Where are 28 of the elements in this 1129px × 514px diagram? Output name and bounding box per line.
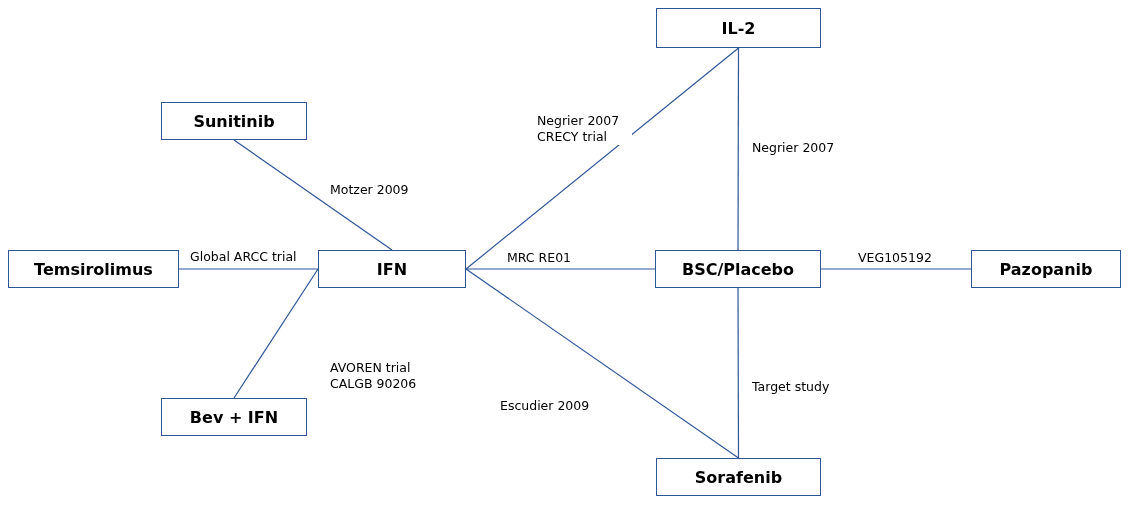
connector-line [233,268,319,399]
edge-label: Target study [752,379,830,395]
treatment-box [656,8,821,48]
node-label: Bev + IFN [189,407,279,427]
node-label: BSC/Placebo [681,259,795,279]
connector-line [820,268,972,270]
node-label: Pazopanib [999,259,1093,279]
connector-line [465,47,740,270]
connector-line [233,139,393,251]
treatment-box [8,250,179,288]
edge-label: Negrier 2007 [752,140,835,156]
node-label: IFN [376,259,408,279]
node-label: Sunitinib [193,111,275,131]
connector-line [465,268,740,459]
treatment-box [656,458,821,496]
connector-line [737,287,740,459]
treatment-box [655,250,821,288]
treatment-box [971,250,1121,288]
node-label: Temsirolimus [34,259,153,279]
treatment-box [161,398,307,436]
node-label: IL-2 [721,18,756,38]
connector-line [465,268,656,270]
edge-label: Negrier 2007 CRECY trial [537,113,632,145]
node-label: Sorafenib [694,467,783,487]
treatment-box [318,250,466,288]
connector-line [737,47,740,251]
connector-line [178,268,319,270]
treatment-box [161,102,307,140]
